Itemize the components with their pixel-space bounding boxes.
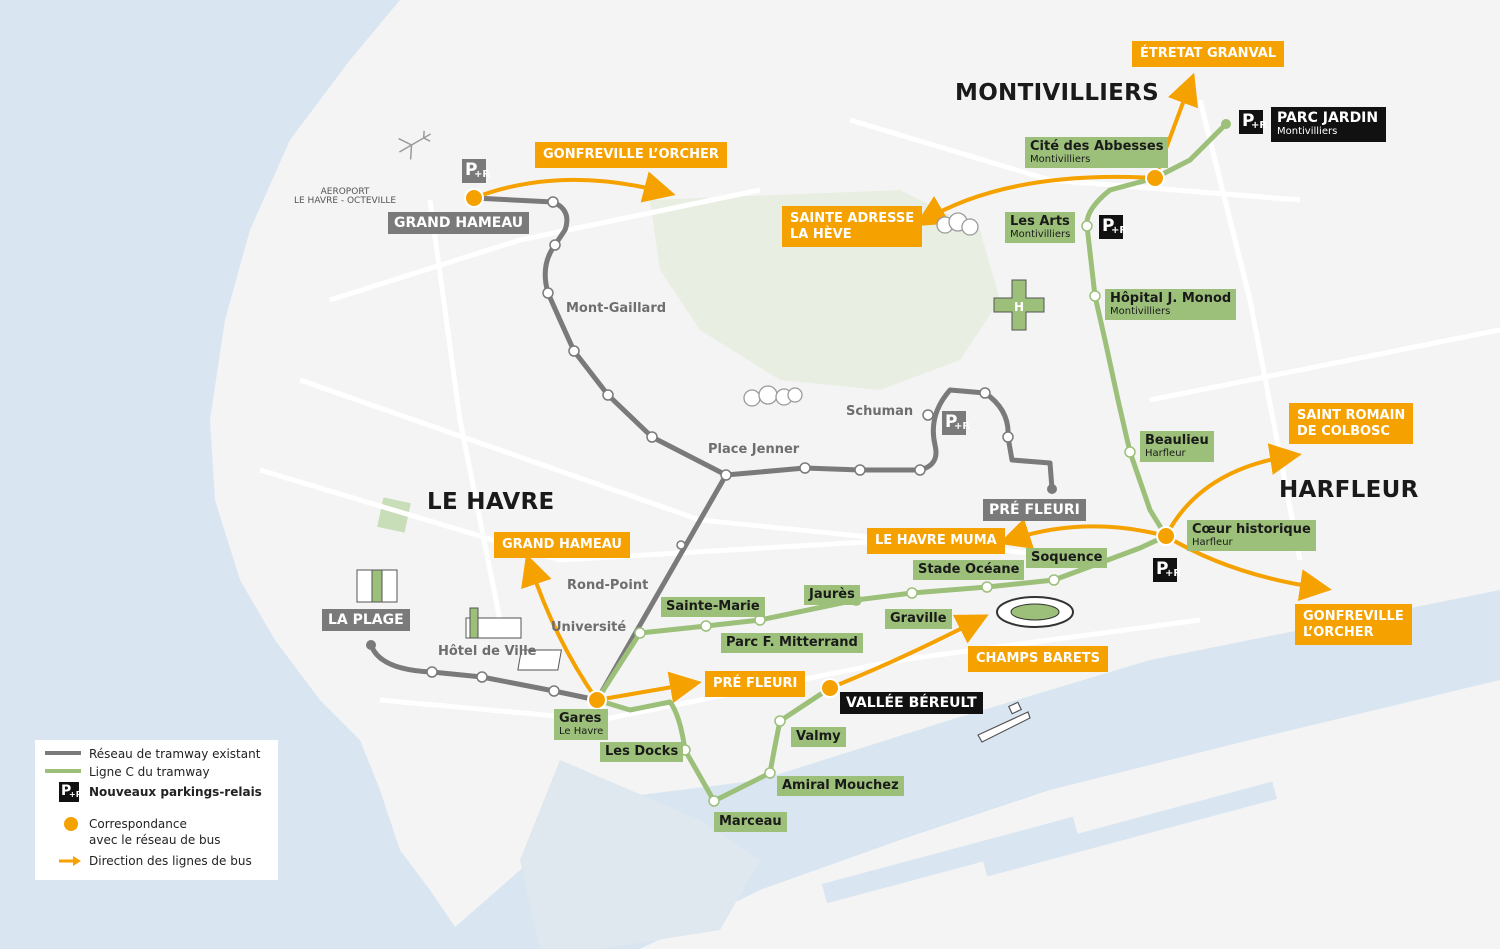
stop-hotel-de-ville: Hôtel de Ville — [438, 644, 537, 659]
svg-text:H: H — [1014, 300, 1024, 314]
bus-gonfreville-bottom-l1: GONFREVILLE — [1303, 609, 1404, 624]
park-ride-icon-parc-jardin: P+R — [1239, 110, 1267, 134]
park-ride-icon-harfleur: P+R — [1153, 558, 1181, 582]
legend-correspondence-dot — [64, 817, 78, 831]
terminus-parc-jardin-sub: Montivilliers — [1277, 126, 1338, 137]
terminus-dot-parc-jardin — [1221, 119, 1231, 129]
port-basin-2 — [982, 781, 1277, 877]
town-montivilliers: MONTIVILLIERS — [955, 80, 1160, 106]
stop-beaulieu-sub: Harfleur — [1145, 448, 1186, 460]
stop-graville: Graville — [885, 609, 952, 630]
town-harfleur: HARFLEUR — [1279, 477, 1419, 503]
airplane-icon — [398, 130, 431, 160]
stop-les-arts-sub: Montivilliers — [1010, 229, 1071, 241]
terminus-grand-hameau: GRAND HAMEAU — [388, 212, 530, 234]
terminus-dot-la-plage — [366, 640, 376, 650]
stop-mont-gaillard: Mont-Gaillard — [566, 301, 667, 316]
stop-cite-abbesses-sub: Montivilliers — [1030, 154, 1091, 166]
town-le-havre: LE HAVRE — [427, 489, 555, 515]
legend-grey-line-swatch — [45, 751, 81, 755]
park-ride-icon-grand-hameau: P+R — [462, 159, 490, 183]
terminus-vallee-bereult: VALLÉE BÉREULT — [840, 692, 983, 714]
stop-amiral-mouchez: Amiral Mouchez — [777, 776, 904, 797]
stop-parc-mitterrand: Parc F. Mitterrand — [721, 633, 863, 654]
legend-correspondence-line1: Correspondance — [89, 817, 187, 831]
terminus-pre-fleuri: PRÉ FLEURI — [983, 499, 1086, 521]
port-basin-1 — [821, 816, 1079, 904]
stop-schuman: Schuman — [846, 404, 914, 419]
legend-existing-label: Réseau de tramway existant — [89, 747, 261, 761]
stop-les-arts-name: Les Arts — [1010, 214, 1070, 229]
stop-stade-oceane: Stade Océane — [913, 560, 1025, 581]
legend-green-line-swatch — [45, 769, 81, 773]
stadium-icon — [996, 596, 1074, 628]
beach-monument-icon — [356, 569, 398, 603]
stop-cite-abbesses-name: Cité des Abbesses — [1030, 139, 1164, 154]
stop-hopital-name: Hôpital J. Monod — [1110, 291, 1232, 306]
university-icon — [517, 649, 562, 671]
stop-rond-point: Rond-Point — [567, 578, 649, 593]
legend-park-ride-icon: P+R — [59, 782, 82, 802]
bus-gonfreville-top: GONFREVILLE L’ORCHER — [535, 142, 727, 168]
stop-universite: Université — [551, 620, 627, 635]
stop-beaulieu-name: Beaulieu — [1145, 433, 1209, 448]
legend-parkings-label: Nouveaux parkings-relais — [89, 785, 262, 799]
stop-les-docks: Les Docks — [600, 742, 684, 763]
stop-soquence: Soquence — [1026, 548, 1108, 569]
stop-place-jenner: Place Jenner — [708, 442, 800, 457]
bus-grand-hameau: GRAND HAMEAU — [494, 532, 630, 558]
legend-line-c-label: Ligne C du tramway — [89, 765, 210, 779]
trees-icon — [743, 212, 979, 407]
stop-jaures: Jaurès — [804, 585, 860, 606]
stop-gares-name: Gares — [559, 711, 602, 726]
stop-sainte-marie: Sainte-Marie — [661, 597, 765, 618]
stop-gares-sub: Le Havre — [559, 726, 604, 738]
legend-direction-arrow — [59, 856, 81, 866]
bus-champs-barets: CHAMPS BARETS — [968, 646, 1108, 672]
legend-correspondence-label: Correspondance avec le réseau de bus — [89, 817, 221, 848]
bus-le-havre-muma: LE HAVRE MUMA — [867, 528, 1005, 554]
bus-pre-fleuri: PRÉ FLEURI — [705, 671, 806, 697]
bus-saint-romain-l2: DE COLBOSC — [1297, 423, 1390, 439]
bus-sainte-adresse-l1: SAINTE ADRESSE — [790, 211, 915, 226]
airport-label-line1: AEROPORT — [320, 187, 370, 197]
stop-valmy: Valmy — [791, 727, 846, 748]
hospital-icon: H — [993, 279, 1045, 331]
terminus-dot-pre-fleuri — [1047, 484, 1057, 494]
bus-etretat-granval: ÉTRETAT GRANVAL — [1132, 41, 1285, 67]
legend-correspondence-line2: avec le réseau de bus — [89, 832, 221, 847]
existing-stop-dots — [426, 196, 1014, 697]
airport-label: AEROPORT LE HAVRE - OCTEVILLE — [294, 188, 396, 206]
stop-hopital-sub: Montivilliers — [1110, 306, 1171, 318]
port-docks — [520, 760, 760, 949]
park-ride-icon-les-arts: P+R — [1099, 215, 1127, 239]
terminus-la-plage: LA PLAGE — [322, 609, 410, 631]
map-legend: Réseau de tramway existant Ligne C du tr… — [35, 740, 278, 880]
legend-direction-label: Direction des lignes de bus — [89, 854, 252, 868]
sea-area — [0, 0, 470, 949]
park-ride-icon-schuman: P+R — [942, 411, 970, 435]
stop-coeur-sub: Harfleur — [1192, 537, 1233, 549]
ship-icon — [977, 701, 1031, 743]
terminus-parc-jardin-name: PARC JARDIN — [1277, 110, 1379, 126]
stop-coeur-name: Cœur historique — [1192, 522, 1311, 537]
bus-sainte-adresse-l2: LA HÈVE — [790, 226, 852, 242]
airport-label-line2: LE HAVRE - OCTEVILLE — [294, 196, 397, 206]
bus-gonfreville-bottom-l2: L’ORCHER — [1303, 624, 1374, 640]
city-hall-icon — [465, 607, 522, 639]
bus-saint-romain-l1: SAINT ROMAIN — [1297, 408, 1406, 423]
correspondence-dots — [464, 168, 1176, 710]
stop-marceau: Marceau — [714, 812, 787, 833]
